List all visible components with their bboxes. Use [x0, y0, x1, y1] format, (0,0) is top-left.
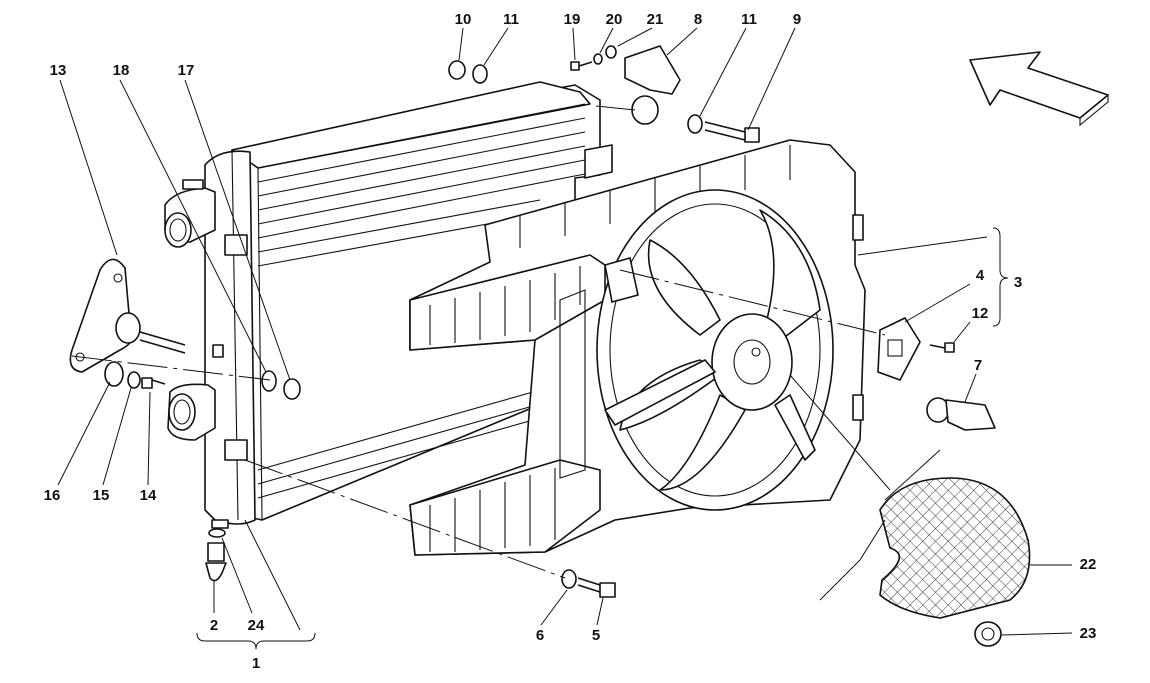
nut-15: [127, 371, 141, 389]
callout-8: 8: [694, 11, 702, 28]
fan-cover-22: [879, 477, 1031, 619]
callout-2: 2: [210, 617, 218, 634]
bolt-14: [141, 377, 166, 389]
washer-11-top: [472, 64, 488, 84]
callout-5: 5: [592, 627, 600, 644]
o-ring: [208, 528, 226, 538]
callout-1: 1: [252, 655, 260, 672]
callout-24: 24: [248, 617, 265, 634]
callout-3: 3: [1014, 274, 1022, 291]
resistor-4: [877, 317, 921, 381]
callout-12: 12: [972, 305, 989, 322]
group-brace-1: [196, 632, 316, 650]
callout-16: 16: [44, 487, 61, 504]
group-brace-3: [992, 227, 1009, 327]
callout-11-right: 11: [741, 11, 757, 28]
nut-17: [283, 378, 301, 400]
callout-labels: 10 11 19 20 21 8 11 9 13 18 17 4 3 12 7 …: [44, 11, 1097, 672]
callout-9: 9: [793, 11, 801, 28]
washer-20: [593, 53, 603, 65]
direction-arrow-icon: [969, 51, 1109, 127]
mounting-bracket: [69, 258, 186, 373]
drain-plug: [205, 542, 227, 582]
callout-23: 23: [1080, 625, 1097, 642]
callout-19: 19: [564, 11, 581, 28]
callout-18: 18: [113, 62, 130, 79]
leader-lines: [57, 27, 1073, 636]
washer-6: [561, 569, 577, 589]
bolt-5: [577, 577, 616, 598]
callout-7: 7: [974, 357, 982, 374]
callout-21: 21: [647, 11, 664, 28]
callout-10: 10: [455, 11, 472, 28]
callout-22: 22: [1080, 556, 1097, 573]
bolt-19: [570, 61, 593, 71]
washer-16: [104, 361, 124, 387]
callout-13: 13: [50, 62, 67, 79]
callout-11-top: 11: [503, 11, 519, 28]
washer-21: [605, 45, 617, 59]
callout-20: 20: [606, 11, 623, 28]
callout-14: 14: [140, 487, 157, 504]
washer-11-right: [687, 114, 703, 134]
bolt-9: [704, 121, 760, 143]
bracket-8: [624, 45, 681, 125]
callout-17: 17: [178, 62, 195, 79]
connector-7: [926, 397, 996, 431]
nut-10: [448, 60, 466, 80]
washer-18: [261, 370, 277, 392]
callout-15: 15: [93, 487, 110, 504]
callout-4: 4: [976, 267, 985, 284]
callout-6: 6: [536, 627, 544, 644]
flange-nut-23: [974, 621, 1002, 647]
fan-shroud: [409, 139, 866, 556]
screw-12: [929, 342, 955, 353]
